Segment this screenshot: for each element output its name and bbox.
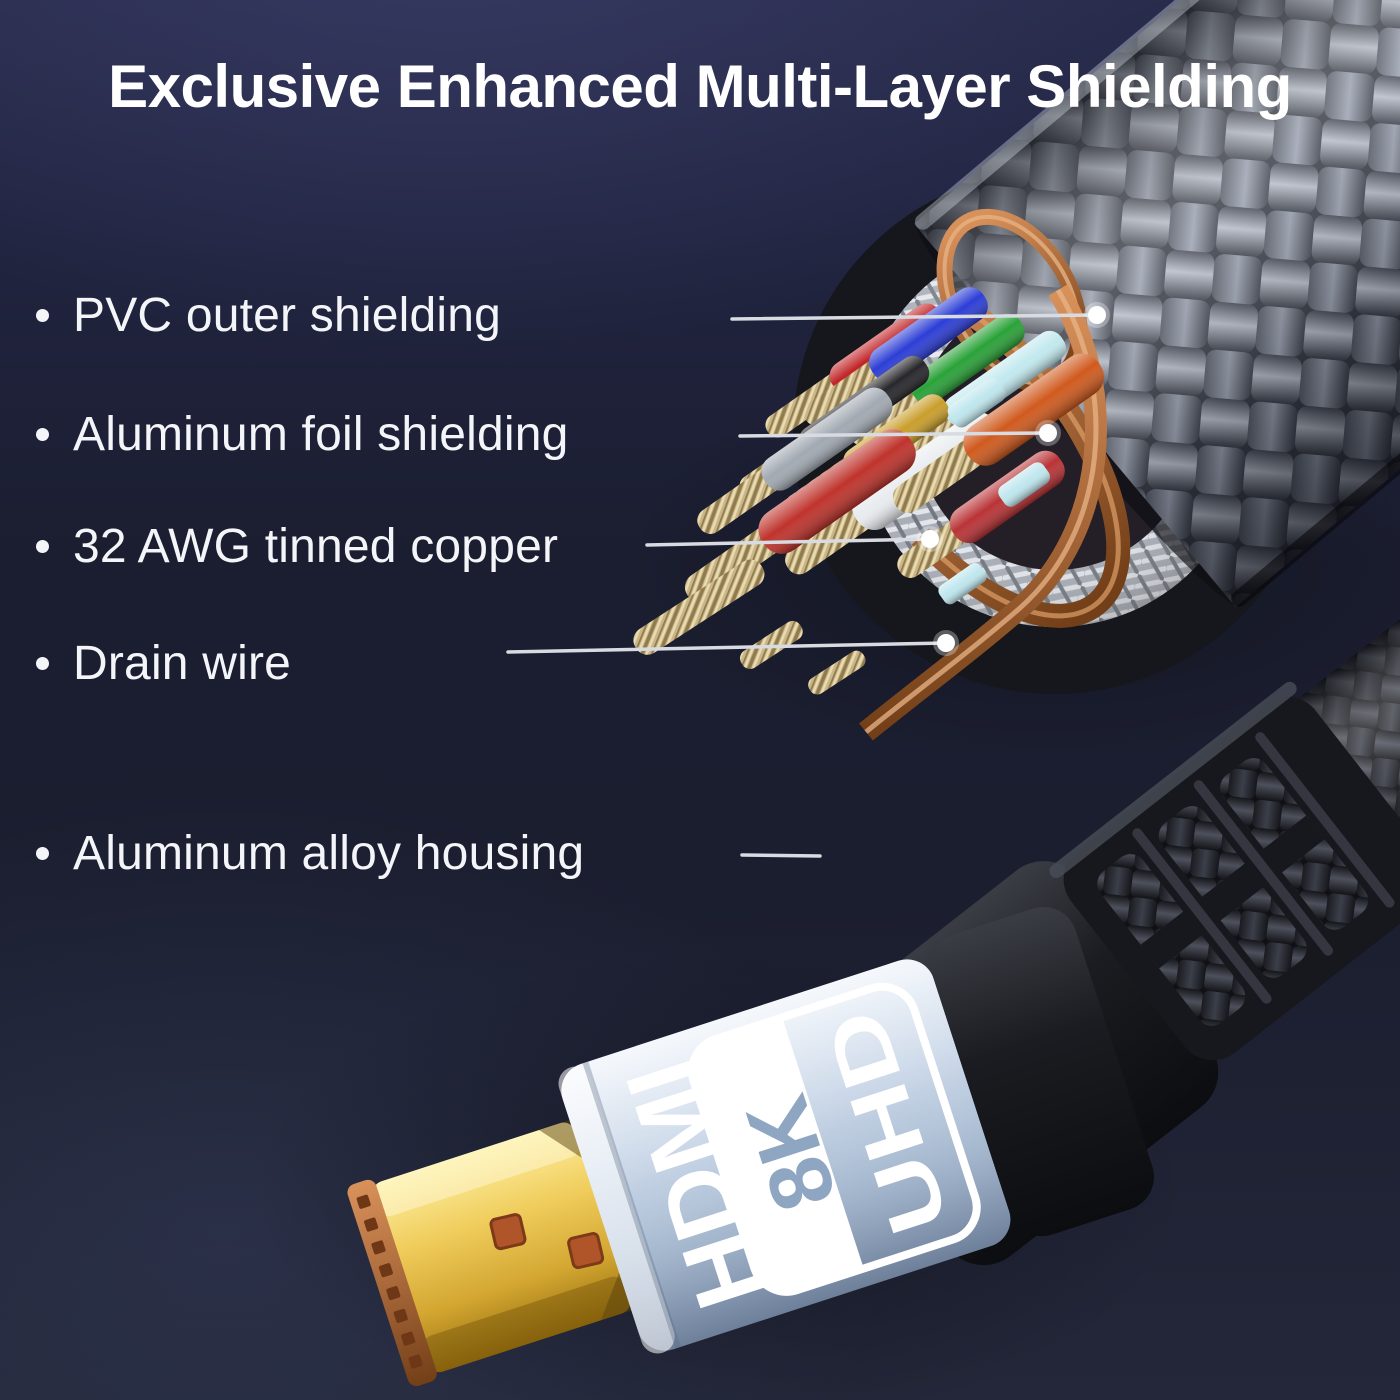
plug-pin-face xyxy=(347,1179,437,1387)
feature-item-pvc-outer-shielding: PVC outer shielding xyxy=(0,281,501,349)
aluminum-housing: HDMI 8K UHD xyxy=(558,959,1011,1354)
callout-dot-drain xyxy=(937,634,955,652)
front-collar xyxy=(931,906,1154,1237)
callout-dots xyxy=(917,302,1110,656)
plug-contact-hole-1 xyxy=(489,1213,527,1251)
page-title: Exclusive Enhanced Multi-Layer Shielding xyxy=(108,53,1292,120)
callout-line-pvc-outer-shielding xyxy=(730,313,1099,321)
bullet-dot xyxy=(36,308,49,322)
feature-item-aluminum-alloy-housing: Aluminum alloy housing xyxy=(0,819,584,887)
inner-wire-bundle xyxy=(633,287,1104,695)
drain-strand-3 xyxy=(808,650,866,695)
feature-item-drain-wire: Drain wire xyxy=(0,629,291,697)
feature-item-aluminum-foil-shielding: Aluminum foil shielding xyxy=(0,400,569,468)
callout-dot-pvc xyxy=(1088,306,1106,324)
feature-label: 32 AWG tinned copper xyxy=(73,519,559,573)
drain-strand xyxy=(633,559,765,655)
wire-red-thick xyxy=(684,429,916,603)
feature-item-tinned-copper: 32 AWG tinned copper xyxy=(0,512,558,580)
feature-label: PVC outer shielding xyxy=(73,288,502,342)
foil-sheath-chip-1 xyxy=(947,378,1006,428)
callout-lines xyxy=(506,313,1099,858)
feature-label: Drain wire xyxy=(73,636,292,690)
wire-orange xyxy=(892,353,1104,513)
hdmi-connector: HDMI 8K UHD xyxy=(250,435,1400,1400)
plug-contact-hole-2 xyxy=(567,1232,605,1270)
callout-line-aluminum-foil xyxy=(738,431,1050,438)
foil-sheath-chip-2 xyxy=(998,462,1050,507)
wire-blue xyxy=(803,287,988,426)
bullet-dot xyxy=(36,846,49,860)
strain-relief-slots xyxy=(1097,732,1395,1026)
wire-gray xyxy=(697,387,893,534)
foil-sheath-chip-3 xyxy=(938,563,987,605)
callout-line-aluminum-housing xyxy=(740,853,822,858)
callout-line-tinned-copper xyxy=(645,537,932,547)
connector-front: HDMI 8K UHD xyxy=(347,906,1154,1387)
feature-label: Aluminum foil shielding xyxy=(73,407,569,461)
bullet-dot xyxy=(36,427,49,441)
callout-dot-copper xyxy=(921,530,939,548)
bullet-dot xyxy=(36,539,49,553)
feature-label: Aluminum alloy housing xyxy=(73,826,585,880)
bullet-dot xyxy=(36,656,49,670)
callout-line-drain-wire xyxy=(506,641,948,654)
callout-dot-foil xyxy=(1039,424,1057,442)
gold-plug xyxy=(372,1119,634,1373)
